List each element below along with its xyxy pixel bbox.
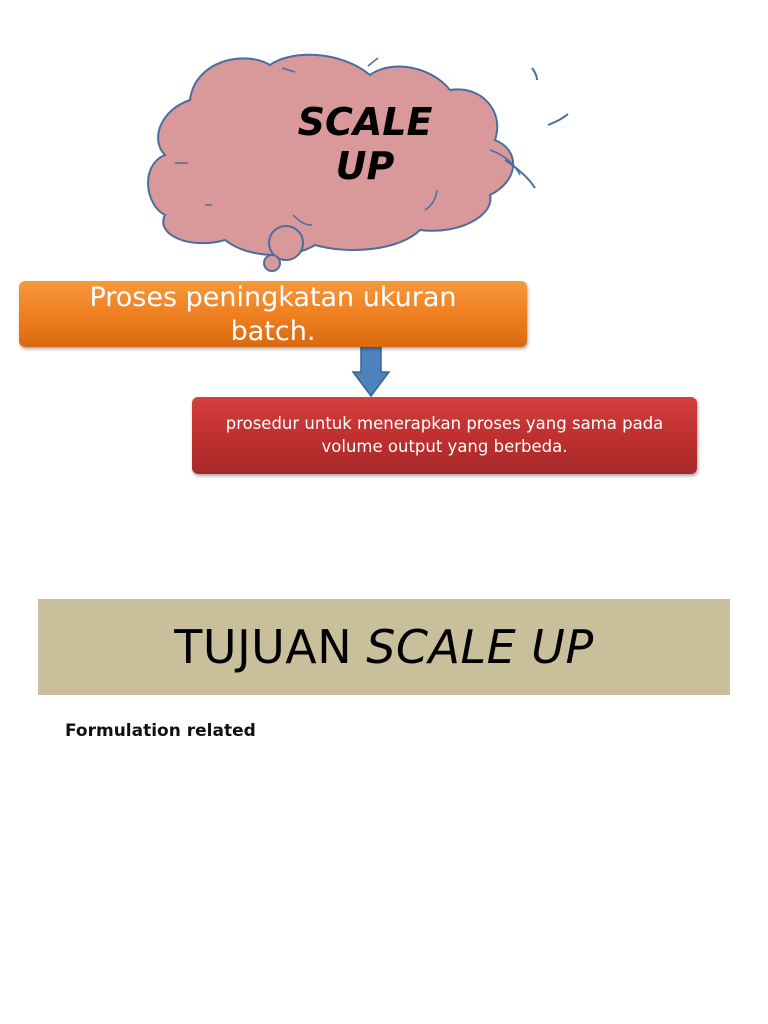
cloud-title: SCALE UP bbox=[270, 100, 460, 188]
formulation-label: Formulation related bbox=[65, 721, 256, 741]
cloud-mark bbox=[367, 57, 379, 67]
cloud-mark bbox=[292, 214, 313, 226]
cloud-outer-mark bbox=[547, 113, 569, 126]
cloud-mark bbox=[424, 189, 438, 211]
cloud-title-line1: SCALE bbox=[297, 100, 433, 144]
definition-text: Proses peningkatan ukuran batch. bbox=[89, 282, 457, 347]
cloud-mark bbox=[489, 149, 521, 176]
cloud-mark bbox=[281, 67, 296, 73]
procedure-box: prosedur untuk menerapkan proses yang sa… bbox=[192, 397, 697, 474]
banner-title: TUJUAN SCALE UP bbox=[38, 599, 730, 695]
section-banner: TUJUAN SCALE UP bbox=[38, 599, 730, 695]
definition-box: Proses peningkatan ukuran batch. bbox=[19, 281, 527, 347]
banner-title-regular: TUJUAN bbox=[174, 620, 353, 674]
cloud-outer-mark bbox=[531, 67, 538, 81]
cloud-outer-mark bbox=[504, 159, 536, 189]
thought-bubble-large bbox=[268, 225, 304, 261]
down-arrow-icon bbox=[351, 344, 391, 398]
procedure-text: prosedur untuk menerapkan proses yang sa… bbox=[225, 414, 664, 456]
banner-title-italic: SCALE UP bbox=[366, 620, 594, 674]
cloud-title-line2: UP bbox=[335, 144, 395, 188]
thought-bubble-small bbox=[263, 254, 281, 272]
cloud-shape bbox=[147, 53, 515, 256]
